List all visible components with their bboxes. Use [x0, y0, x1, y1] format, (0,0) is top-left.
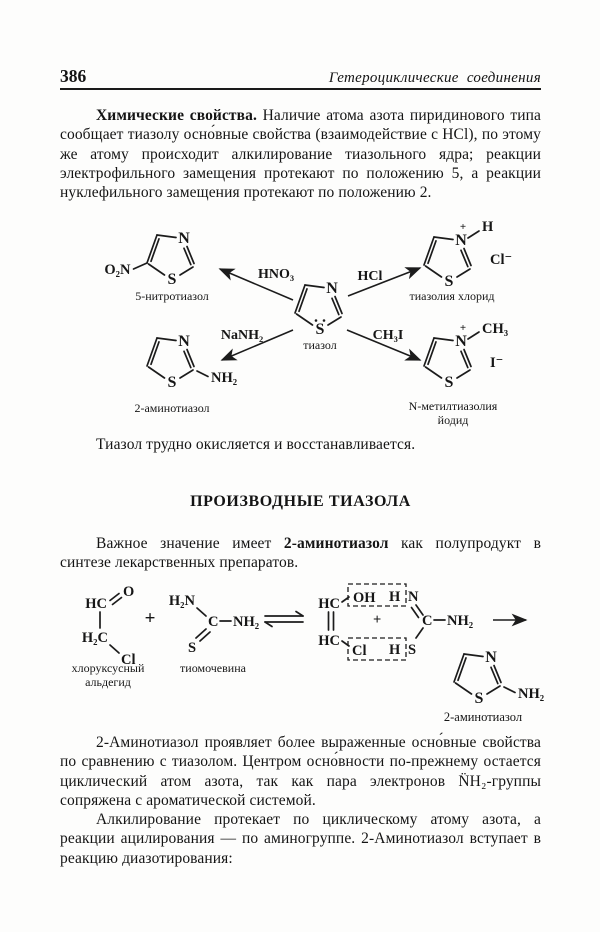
methylthiazolium-iodide-structure: N S + CH₃ I⁻ N-метилтиазолия йодид	[409, 321, 509, 427]
nitrogen-atom-label: N	[326, 280, 338, 297]
nitrogen-atom-label: N	[455, 333, 467, 350]
para2-pre: Важное значение имеет	[96, 535, 284, 552]
amino-group-label: NH₂	[518, 686, 544, 702]
hc-label: HC	[85, 596, 107, 612]
thiazolium-chloride-caption: тиазолия хлорид	[410, 289, 495, 303]
h2c-label: H₂C	[82, 630, 108, 646]
page-header: 386 Гетероциклические соединения	[60, 66, 541, 87]
basicity-paragraph: 2-Аминотиазол проявляет более выраженные…	[60, 734, 541, 809]
importance-paragraph: Важное значение имеет 2-аминотиазол как …	[60, 534, 541, 573]
nitrogen-atom-label: N	[455, 232, 467, 249]
sulfur-atom-label: S	[445, 273, 454, 290]
nitrogen-atom-label: N	[178, 333, 190, 350]
thiazolium-chloride-structure: N S + H Cl⁻ тиазолия хлорид	[410, 219, 513, 303]
aminothiazole-caption: 2-аминотиазол	[134, 401, 209, 415]
h-label: H	[389, 642, 401, 658]
nanh2-arrow	[220, 329, 294, 361]
aminothiazole-product-structure: N S NH₂ 2-аминотиазол	[444, 649, 544, 724]
intro-paragraph: Химические свойства. Наличие атома азота…	[60, 106, 541, 202]
oxygen-label: O	[123, 584, 134, 600]
aldehyde-caption-line2: альдегид	[85, 675, 131, 689]
sulfur-atom-label: S	[445, 374, 454, 391]
ch3i-arrow	[346, 329, 422, 361]
section-title: ПРОИЗВОДНЫЕ ТИАЗОЛА	[190, 493, 411, 510]
aldehyde-caption-line1: хлоруксусный	[72, 661, 145, 675]
plus-sign: +	[373, 612, 381, 628]
para2-post: как полупродукт в синтезе лекарственных …	[60, 535, 541, 572]
sulfur-atom-label: S	[316, 321, 325, 338]
nh2-label: NH₂	[233, 614, 259, 630]
hno3-label: HNO₃	[258, 267, 294, 282]
hcl-label: HCl	[358, 269, 383, 284]
amino-group-label: NH₂	[211, 370, 237, 386]
h-label: H	[389, 589, 401, 605]
ch3i-label: CH₃I	[373, 328, 404, 343]
sulfur-atom-label: S	[168, 271, 177, 288]
hno3-arrow	[218, 268, 294, 301]
sulfur-label: S	[408, 642, 416, 658]
nitrothiazole-caption: 5-нитротиазол	[135, 289, 209, 303]
thiazole-reactions-scheme: N S O₂N 5-нитротиазол N S + H Cl⁻ тиазол…	[104, 219, 513, 427]
plus-sign: +	[145, 608, 156, 629]
oh-label: OH	[353, 590, 376, 606]
nanh2-label: NaNH₂	[221, 328, 263, 343]
lone-pair-dot	[322, 319, 326, 322]
nitrogen-atom-label: N	[485, 649, 497, 666]
sulfur-label: S	[188, 640, 196, 656]
aminothiazole-synthesis-scheme: HC O H₂C Cl хлоруксусный альдегид + H₂N …	[72, 583, 544, 724]
page-number: 386	[60, 66, 87, 86]
hc-bottom-label: HC	[318, 633, 340, 649]
methyl-group-label: CH₃	[482, 321, 509, 337]
lone-pair-dot	[314, 319, 318, 322]
alkylation-paragraph: Алкилирование протекает по циклическому …	[60, 811, 541, 867]
thiazole-center-structure: N S тиазол	[294, 280, 343, 352]
thiourea-structure: H₂N C S NH₂ тиомочевина	[169, 593, 259, 675]
nitrothiazole-structure: N S O₂N 5-нитротиазол	[104, 230, 208, 303]
note-paragraph: Тиазол трудно окисляется и восстанавлива…	[96, 436, 416, 453]
chlorine-label: Cl	[352, 643, 367, 659]
methylthiazolium-caption-line2: йодид	[438, 413, 469, 427]
aminothiazole-structure: N S NH₂ 2-аминотиазол	[134, 333, 237, 415]
para2-bold: 2-аминотиазол	[283, 535, 389, 552]
thiourea-caption: тиомочевина	[180, 661, 247, 675]
plus-charge-label: +	[460, 221, 466, 233]
hcl-arrow	[347, 267, 422, 297]
reaction-arrows: HNO₃ HCl NaNH₂ CH₃I	[218, 267, 422, 361]
running-head: Гетероциклические соединения	[328, 70, 541, 86]
intro-lead: Химические свойства.	[96, 107, 257, 124]
carbon-label: C	[422, 613, 432, 629]
nitrogen-label: N	[408, 589, 419, 605]
nh-hydrogen-label: H	[482, 219, 494, 235]
header-rule	[60, 88, 541, 90]
nitrogen-atom-label: N	[178, 230, 190, 247]
sulfur-atom-label: S	[168, 374, 177, 391]
intro-text: Наличие атома азота пиридинового типа со…	[60, 107, 541, 202]
hc-top-label: HC	[318, 596, 340, 612]
nh2-label: NH₂	[447, 613, 473, 629]
methylthiazolium-caption-line1: N-метилтиазолия	[409, 399, 498, 413]
thiazole-caption: тиазол	[303, 338, 337, 352]
hcl-elimination-box	[347, 637, 407, 661]
iodide-ion-label: I⁻	[490, 355, 503, 371]
intermediate-structure: HC OH H N C NH₂ + HC Cl H S	[318, 583, 473, 661]
product-caption: 2-аминотиазол	[444, 710, 522, 724]
sulfur-atom-label: S	[475, 690, 484, 707]
chlorine-label: Cl	[121, 652, 136, 668]
h2n-label: H₂N	[169, 593, 196, 609]
plus-charge-label: +	[460, 322, 466, 334]
carbon-label: C	[208, 614, 218, 630]
equilibrium-arrows	[264, 610, 304, 628]
chloride-ion-label: Cl⁻	[490, 252, 512, 268]
chloroacetaldehyde-structure: HC O H₂C Cl хлоруксусный альдегид	[72, 584, 145, 689]
water-elimination-box	[347, 583, 407, 607]
nitro-group-label: O₂N	[104, 262, 131, 278]
